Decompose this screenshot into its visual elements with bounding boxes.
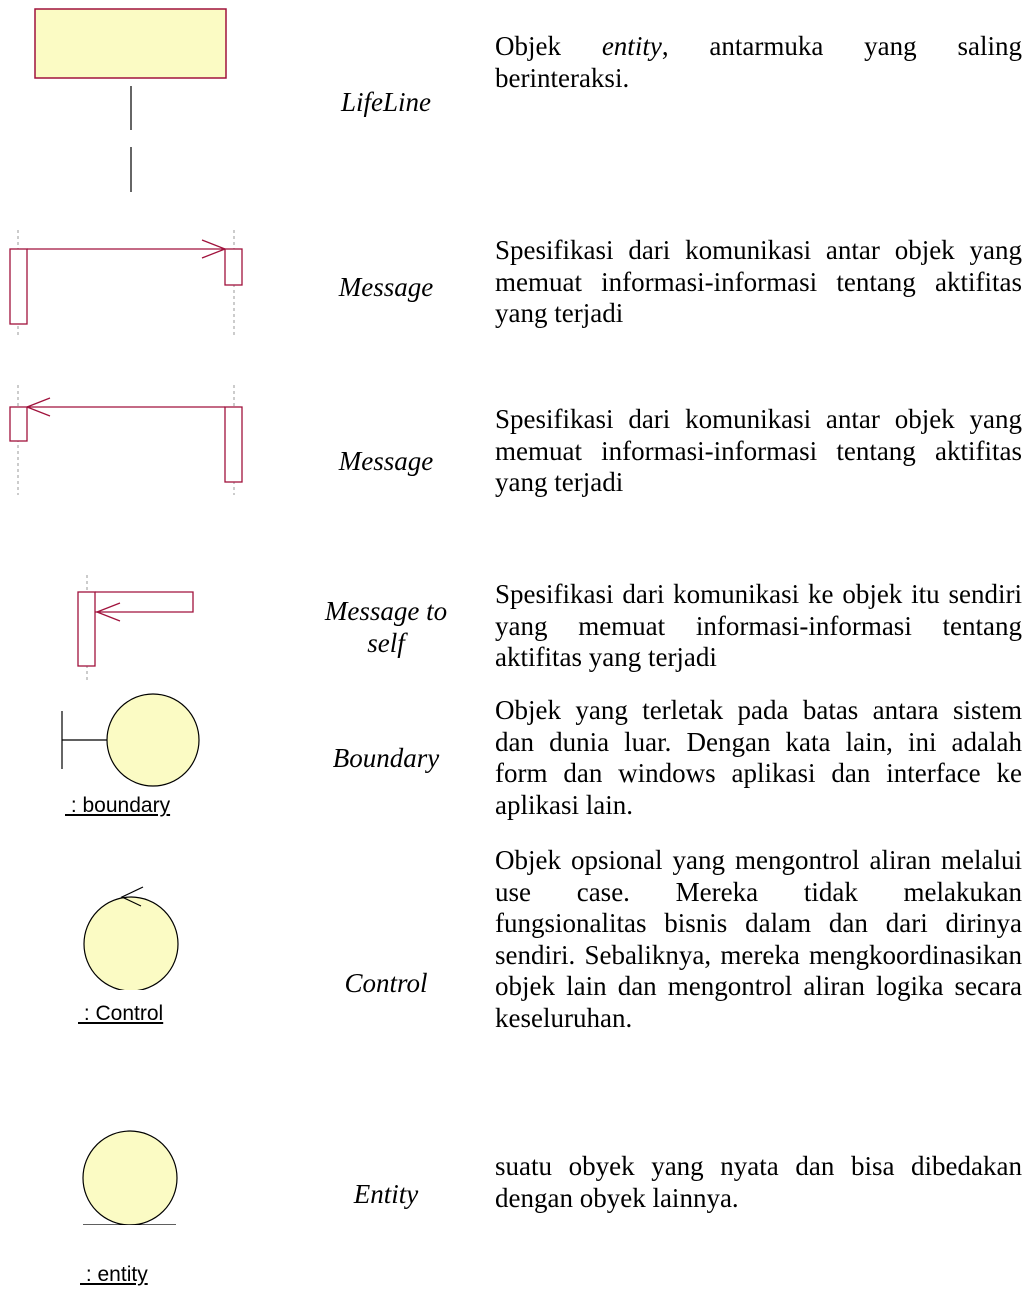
control-description: Objek opsional yang mengontrol aliran me… bbox=[495, 845, 1022, 1033]
message-to-self-description: Spesifikasi dari komunikasi ke objek itu… bbox=[495, 579, 1022, 672]
control-circle bbox=[83, 896, 179, 990]
activation-left bbox=[9, 248, 28, 325]
arrow-head-left bbox=[25, 397, 51, 417]
boundary-symbol bbox=[61, 693, 200, 787]
row-boundary: : boundary Boundary Objek yang terletak … bbox=[0, 690, 1034, 820]
activation-left bbox=[9, 406, 28, 442]
boundary-caption: : boundary bbox=[65, 794, 171, 817]
activation-right bbox=[224, 248, 243, 286]
entity-circle bbox=[82, 1130, 178, 1225]
message-to-self-symbol bbox=[77, 575, 194, 680]
activation-right bbox=[224, 406, 243, 483]
lifeline-description: Objek entity, antarmuka yang saling beri… bbox=[495, 31, 1022, 93]
message-to-self-name: Message to self bbox=[324, 596, 448, 658]
entity-description: suatu obyek yang nyata dan bisa dibedaka… bbox=[495, 1151, 1022, 1213]
lifeline-symbol bbox=[34, 8, 227, 192]
row-entity: : entity Entity suatu obyek yang nyata d… bbox=[0, 1075, 1034, 1300]
entity-symbol bbox=[82, 1130, 178, 1225]
row-message-right: Message Spesifikasi dari komunikasi anta… bbox=[0, 230, 1034, 340]
self-message-line bbox=[95, 591, 194, 613]
entity-name: Entity bbox=[353, 1179, 419, 1209]
message-right-name: Message bbox=[338, 272, 434, 302]
boundary-circle bbox=[106, 693, 200, 787]
arrow-head-left bbox=[95, 602, 121, 622]
control-caption: : Control bbox=[78, 1002, 164, 1025]
arrow-head-right bbox=[201, 239, 227, 259]
row-lifeline: LifeLine Objek entity, antarmuka yang sa… bbox=[0, 0, 1034, 210]
control-name: Control bbox=[344, 968, 428, 998]
row-control: : Control Control Objek opsional yang me… bbox=[0, 840, 1034, 1070]
activation-self bbox=[77, 591, 96, 667]
boundary-description: Objek yang terletak pada batas antara si… bbox=[495, 695, 1022, 820]
entity-caption: : entity bbox=[80, 1263, 148, 1286]
message-right-symbol bbox=[9, 230, 243, 335]
control-symbol bbox=[83, 886, 179, 990]
row-message-left: Message Spesifikasi dari komunikasi anta… bbox=[0, 385, 1034, 500]
boundary-name: Boundary bbox=[332, 743, 440, 773]
message-left-description: Spesifikasi dari komunikasi antar objek … bbox=[495, 404, 1022, 497]
message-left-symbol bbox=[9, 385, 243, 495]
control-arrow bbox=[120, 886, 144, 907]
message-left-name: Message bbox=[338, 446, 434, 476]
lifeline-object-box bbox=[34, 8, 227, 79]
row-message-to-self: Message to self Spesifikasi dari komunik… bbox=[0, 570, 1034, 685]
message-right-description: Spesifikasi dari komunikasi antar objek … bbox=[495, 235, 1022, 328]
lifeline-name: LifeLine bbox=[340, 87, 431, 117]
